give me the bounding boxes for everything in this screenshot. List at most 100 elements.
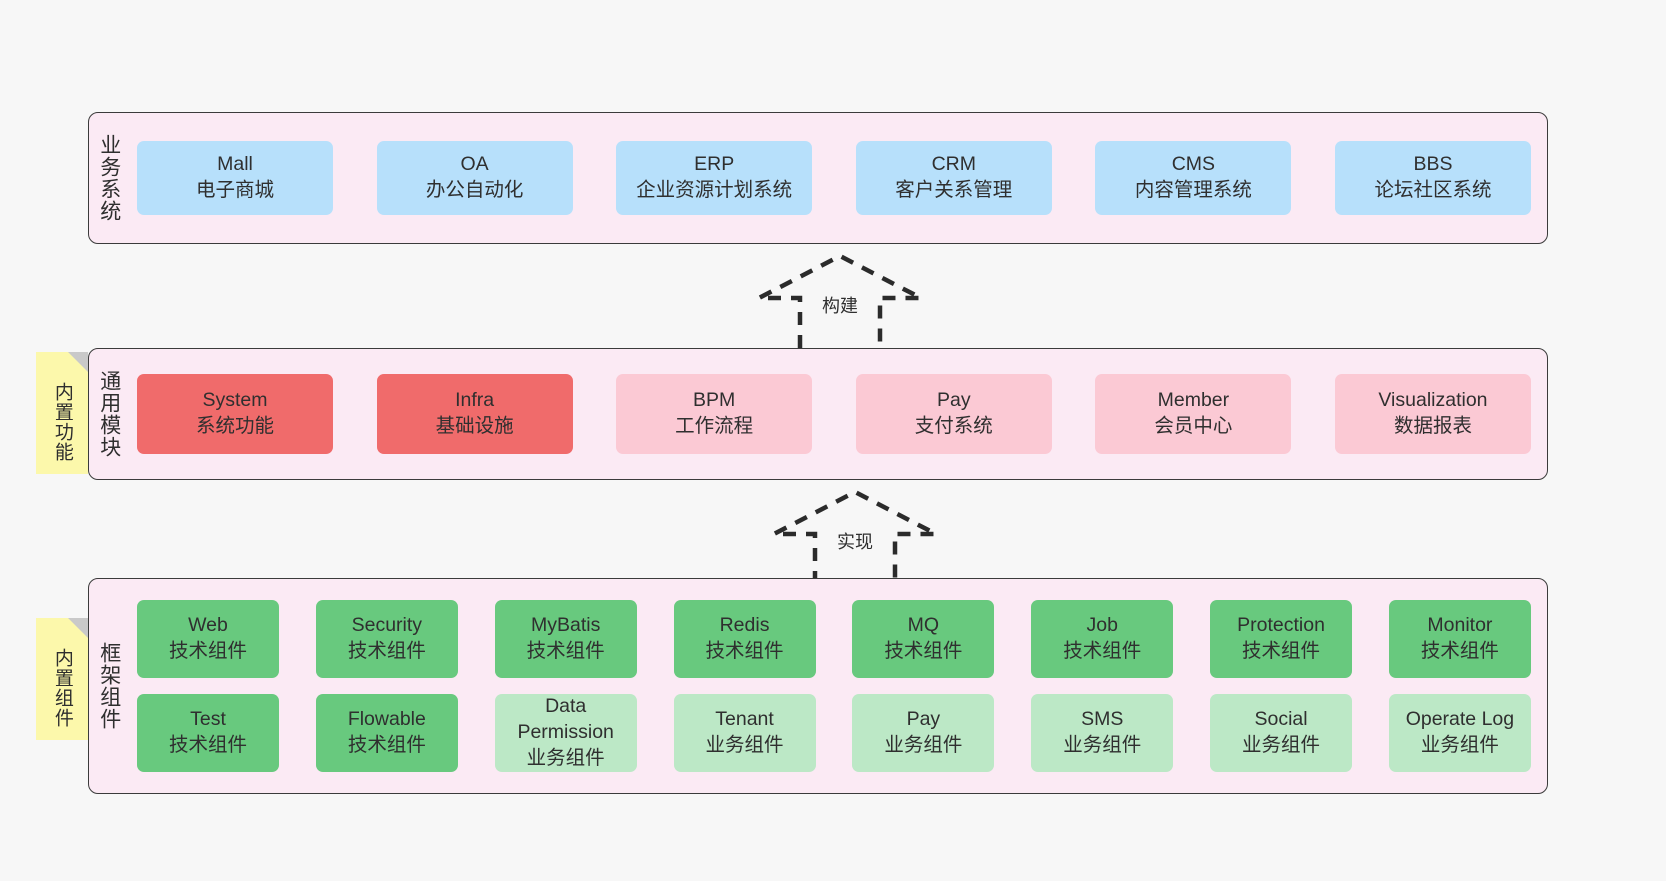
box-title-en: BBS — [1413, 153, 1453, 176]
box-title-en: Job — [1086, 614, 1118, 637]
box-pay-business[interactable]: Pay 业务组件 — [852, 694, 995, 772]
box-sms[interactable]: SMS 业务组件 — [1031, 694, 1174, 772]
box-title-cn: 技术组件 — [1063, 640, 1142, 662]
box-title-cn: 技术组件 — [1420, 640, 1499, 662]
box-title-en: Pay — [936, 389, 971, 412]
box-data-permission[interactable]: Data Permission 业务组件 — [494, 694, 637, 772]
layer-label-framework: 框架组件 — [97, 642, 121, 730]
box-tenant[interactable]: Tenant 业务组件 — [673, 694, 816, 772]
box-erp[interactable]: ERP 企业资源计划系统 — [616, 141, 813, 215]
layer-body-framework: Web 技术组件 Security 技术组件 MyBatis 技术组件 Redi… — [129, 579, 1547, 793]
box-title-cn: 业务组件 — [1420, 734, 1499, 756]
box-title-cn: 支付系统 — [914, 415, 993, 437]
box-title-cn: 企业资源计划系统 — [636, 179, 793, 201]
box-pay[interactable]: Pay 支付系统 — [855, 374, 1052, 454]
box-monitor[interactable]: Monitor 技术组件 — [1388, 600, 1531, 678]
box-title-cn: 技术组件 — [347, 640, 426, 662]
box-title-cn: 电子商城 — [195, 179, 274, 201]
box-title-en: Member — [1157, 389, 1230, 412]
box-title-en: Pay — [906, 708, 941, 731]
box-title-en: ERP — [694, 153, 735, 176]
box-flowable[interactable]: Flowable 技术组件 — [315, 694, 458, 772]
box-title-cn: 业务组件 — [705, 734, 784, 756]
box-title-en: OA — [460, 153, 489, 176]
framework-row-tech: Web 技术组件 Security 技术组件 MyBatis 技术组件 Redi… — [137, 600, 1531, 678]
layer-framework-components: 框架组件 Web 技术组件 Security 技术组件 MyBatis 技术组件… — [88, 578, 1548, 794]
box-bbs[interactable]: BBS 论坛社区系统 — [1334, 141, 1531, 215]
note-text: 内置组件 — [51, 648, 73, 728]
box-title-en: SMS — [1081, 708, 1124, 731]
layer-common-modules: 通用模块 System 系统功能 Infra 基础设施 BPM 工作流程 Pay… — [88, 348, 1548, 480]
box-title-en: Protection — [1237, 614, 1325, 637]
layer-body-modules: System 系统功能 Infra 基础设施 BPM 工作流程 Pay 支付系统… — [129, 349, 1547, 479]
box-system[interactable]: System 系统功能 — [137, 374, 333, 454]
box-title-cn: 客户关系管理 — [895, 179, 1013, 201]
box-title-cn: 技术组件 — [1242, 640, 1321, 662]
box-title-cn: 系统功能 — [195, 415, 274, 437]
box-mybatis[interactable]: MyBatis 技术组件 — [494, 600, 637, 678]
box-title-en: Operate Log — [1405, 708, 1515, 731]
box-crm[interactable]: CRM 客户关系管理 — [855, 141, 1052, 215]
note-builtin-functions: 内置功能 — [36, 352, 88, 474]
box-title-cn: 业务组件 — [526, 746, 605, 769]
box-title-en: Redis — [719, 614, 770, 637]
box-title-cn: 技术组件 — [526, 640, 605, 662]
layer-label-modules: 通用模块 — [97, 370, 121, 458]
box-mall[interactable]: Mall 电子商城 — [137, 141, 333, 215]
layer-business-systems: 业务系统 Mall 电子商城 OA 办公自动化 ERP 企业资源计划系统 CRM… — [88, 112, 1548, 244]
box-title-en: BPM — [693, 389, 736, 412]
box-title-cn: 技术组件 — [168, 734, 247, 756]
box-social[interactable]: Social 业务组件 — [1210, 694, 1353, 772]
box-title-en: Data Permission — [517, 695, 614, 744]
arrow-implement-icon — [772, 489, 938, 584]
box-title-cn: 技术组件 — [168, 640, 247, 662]
box-title-en: Web — [188, 614, 228, 637]
box-title-en: MQ — [907, 614, 940, 637]
box-title-cn: 技术组件 — [884, 640, 963, 662]
box-redis[interactable]: Redis 技术组件 — [673, 600, 816, 678]
box-title-en: Monitor — [1427, 614, 1493, 637]
arrow-implement: 实现 — [760, 488, 950, 584]
box-title-en: Visualization — [1378, 389, 1488, 412]
box-title-en: CMS — [1171, 153, 1216, 176]
box-title-en: Flowable — [347, 708, 426, 731]
box-title-cn: 技术组件 — [347, 734, 426, 756]
box-title-en: Infra — [455, 389, 495, 412]
box-title-cn: 业务组件 — [1242, 734, 1321, 756]
box-title-en: Test — [190, 708, 226, 731]
box-visualization[interactable]: Visualization 数据报表 — [1334, 374, 1531, 454]
box-security[interactable]: Security 技术组件 — [315, 600, 458, 678]
box-web[interactable]: Web 技术组件 — [137, 600, 279, 678]
layer-body-business: Mall 电子商城 OA 办公自动化 ERP 企业资源计划系统 CRM 客户关系… — [129, 113, 1547, 243]
box-title-en: Security — [351, 614, 423, 637]
box-title-cn: 业务组件 — [1063, 734, 1142, 756]
box-test[interactable]: Test 技术组件 — [137, 694, 279, 772]
box-protection[interactable]: Protection 技术组件 — [1210, 600, 1353, 678]
box-title-en: Social — [1254, 708, 1308, 731]
box-title-en: System — [202, 389, 268, 412]
box-title-cn: 业务组件 — [884, 734, 963, 756]
framework-row-business: Test 技术组件 Flowable 技术组件 Data Permission … — [137, 694, 1531, 772]
box-title-cn: 基础设施 — [435, 415, 514, 437]
box-title-cn: 内容管理系统 — [1134, 179, 1252, 201]
box-title-cn: 办公自动化 — [425, 179, 524, 201]
box-cms[interactable]: CMS 内容管理系统 — [1095, 141, 1292, 215]
layer-label-business: 业务系统 — [97, 134, 121, 222]
note-builtin-components: 内置组件 — [36, 618, 88, 740]
box-title-en: Mall — [217, 153, 253, 176]
box-oa[interactable]: OA 办公自动化 — [376, 141, 573, 215]
box-title-cn: 数据报表 — [1393, 415, 1472, 437]
box-bpm[interactable]: BPM 工作流程 — [616, 374, 813, 454]
arrow-build-icon — [757, 253, 923, 348]
box-operate-log[interactable]: Operate Log 业务组件 — [1388, 694, 1531, 772]
box-title-cn: 工作流程 — [675, 415, 754, 437]
box-infra[interactable]: Infra 基础设施 — [376, 374, 573, 454]
box-title-cn: 论坛社区系统 — [1374, 179, 1492, 201]
box-title-en: Tenant — [715, 708, 774, 731]
arrow-build: 构建 — [745, 252, 935, 348]
box-member[interactable]: Member 会员中心 — [1095, 374, 1292, 454]
box-mq[interactable]: MQ 技术组件 — [852, 600, 995, 678]
box-job[interactable]: Job 技术组件 — [1031, 600, 1174, 678]
box-title-cn: 会员中心 — [1154, 415, 1233, 437]
